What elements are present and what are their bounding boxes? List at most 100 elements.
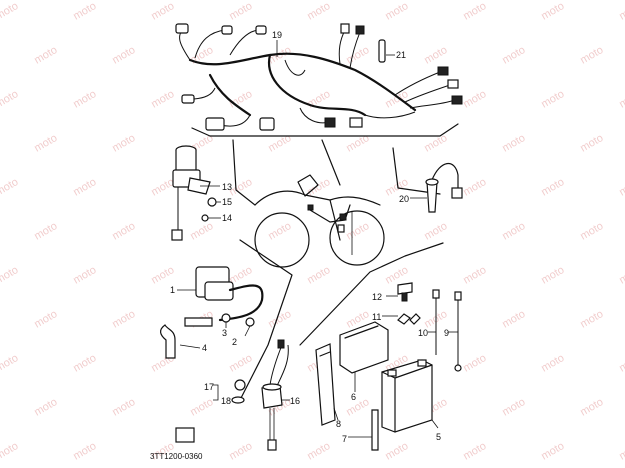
watermark-text: moto [344, 132, 371, 155]
watermark-text: moto [500, 44, 527, 67]
watermark-text: moto [617, 88, 625, 111]
watermark-text: moto [71, 176, 98, 199]
watermark-text: moto [617, 352, 625, 375]
callout-16: 16 [290, 396, 300, 406]
watermark-text: moto [0, 440, 20, 463]
watermark-text: moto [617, 264, 625, 287]
watermark-text: moto [383, 440, 410, 463]
callout-7: 7 [342, 434, 347, 444]
callout-13: 13 [222, 182, 232, 192]
callout-20: 20 [399, 194, 409, 204]
watermark-text: moto [0, 88, 20, 111]
watermark-text: moto [71, 264, 98, 287]
watermark-text: moto [383, 88, 410, 111]
callout-9: 9 [444, 328, 449, 338]
watermark-text: moto [344, 220, 371, 243]
watermark-text: moto [32, 44, 59, 67]
watermark-text: moto [461, 0, 488, 23]
watermark-text: moto [578, 396, 605, 419]
watermark-text: moto [227, 440, 254, 463]
watermark-text: moto [188, 396, 215, 419]
watermark-text: moto [149, 264, 176, 287]
callout-21: 21 [396, 50, 406, 60]
watermark-text: moto [539, 88, 566, 111]
watermark-text: moto [617, 176, 625, 199]
callout-1: 1 [170, 285, 175, 295]
watermark-text: moto [71, 0, 98, 23]
watermark-text: moto [461, 88, 488, 111]
watermark-text: moto [0, 352, 20, 375]
callout-4: 4 [202, 343, 207, 353]
watermark-text: moto [266, 220, 293, 243]
watermark-text: moto [539, 440, 566, 463]
watermark-text: moto [0, 264, 20, 287]
watermark-text: moto [383, 0, 410, 23]
motorcycle-outline [254, 174, 385, 268]
callout-6: 6 [351, 392, 356, 402]
watermark-text: moto [344, 44, 371, 67]
watermark-text: moto [227, 352, 254, 375]
callout-11: 11 [372, 312, 381, 322]
watermark-text: moto [110, 132, 137, 155]
watermark-text: moto [500, 396, 527, 419]
thermo-sensor [410, 163, 463, 213]
watermark-text: moto [617, 0, 625, 23]
watermark-text: moto [617, 440, 625, 463]
panel-dividers [232, 139, 444, 401]
watermark-text: moto [578, 308, 605, 331]
watermark-text: moto [110, 220, 137, 243]
neutral-switch-assembly [213, 339, 290, 451]
watermark-text: moto [149, 88, 176, 111]
reference-code: 3TT1200-0360 [150, 452, 203, 461]
watermark-text: moto [578, 220, 605, 243]
callout-17: 17 [204, 382, 214, 392]
watermark-text: moto [461, 176, 488, 199]
watermark-text: moto [305, 440, 332, 463]
watermark-text: moto [32, 132, 59, 155]
watermark-text: moto [422, 132, 449, 155]
watermark-text: moto [71, 352, 98, 375]
watermark-text: moto [578, 44, 605, 67]
watermark-text: moto [149, 176, 176, 199]
watermark-text: moto [227, 0, 254, 23]
watermark-text: moto [422, 220, 449, 243]
watermark-text: moto [32, 220, 59, 243]
watermark-text: moto [0, 0, 20, 23]
watermark-text: moto [32, 396, 59, 419]
watermark-text: moto [461, 440, 488, 463]
watermark-text: moto [578, 132, 605, 155]
watermark-text: moto [71, 88, 98, 111]
watermark-text: moto [305, 0, 332, 23]
watermark-text: moto [266, 132, 293, 155]
callout-18: 18 [221, 396, 231, 406]
watermark-text: moto [422, 44, 449, 67]
callout-10: 10 [418, 328, 428, 338]
watermark-text: moto [149, 0, 176, 23]
watermark-text: moto [110, 44, 137, 67]
watermark-text: moto [188, 220, 215, 243]
callout-2: 2 [232, 337, 237, 347]
watermark-text: moto [539, 264, 566, 287]
callout-19: 19 [272, 30, 282, 40]
main-switch-assembly [171, 145, 221, 241]
watermark-text: moto [71, 440, 98, 463]
callout-labels: 1 2 3 4 5 6 7 8 9 10 11 12 13 14 15 16 1… [150, 30, 449, 461]
watermark-text: moto [539, 176, 566, 199]
watermark-text: moto [344, 396, 371, 419]
callout-12: 12 [372, 292, 382, 302]
wire-harness [175, 23, 463, 137]
watermark-text: moto [500, 132, 527, 155]
watermark-text: moto [305, 176, 332, 199]
callout-8: 8 [336, 419, 341, 429]
watermark-text: moto [110, 308, 137, 331]
watermark-text: moto [32, 308, 59, 331]
callout-15: 15 [222, 197, 232, 207]
watermark-text: moto [227, 88, 254, 111]
watermark-text: moto [500, 308, 527, 331]
watermark-text: moto [461, 264, 488, 287]
watermark-text: moto [500, 220, 527, 243]
watermark-text: moto [461, 352, 488, 375]
callout-5: 5 [436, 432, 441, 442]
